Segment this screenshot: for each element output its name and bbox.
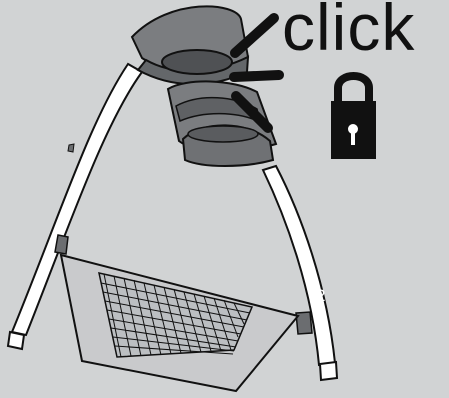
right-frame-leg [263,166,337,380]
click-callout-label: click [282,0,415,60]
padlock-locked-icon [331,76,376,159]
step-number-label: 2 [316,287,325,304]
storage-net-basket [61,255,298,391]
